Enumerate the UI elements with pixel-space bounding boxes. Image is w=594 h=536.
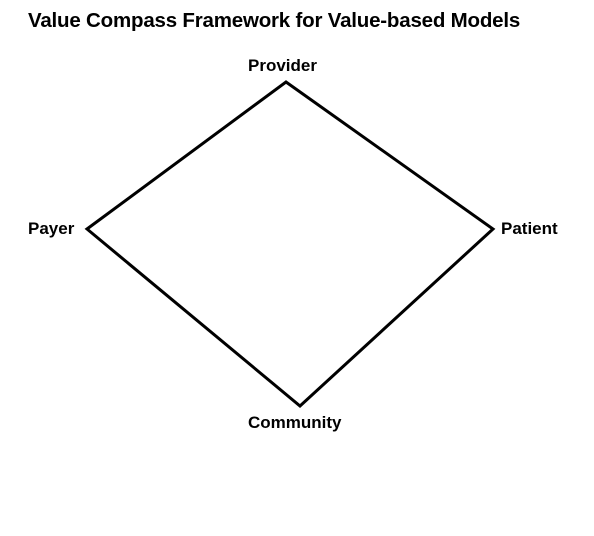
diagram-title: Value Compass Framework for Value-based …	[28, 9, 521, 32]
label-patient: Patient	[501, 219, 558, 238]
label-payer: Payer	[28, 219, 75, 238]
label-provider: Provider	[248, 56, 317, 75]
label-community: Community	[248, 413, 342, 432]
diamond-outline	[84, 80, 496, 408]
